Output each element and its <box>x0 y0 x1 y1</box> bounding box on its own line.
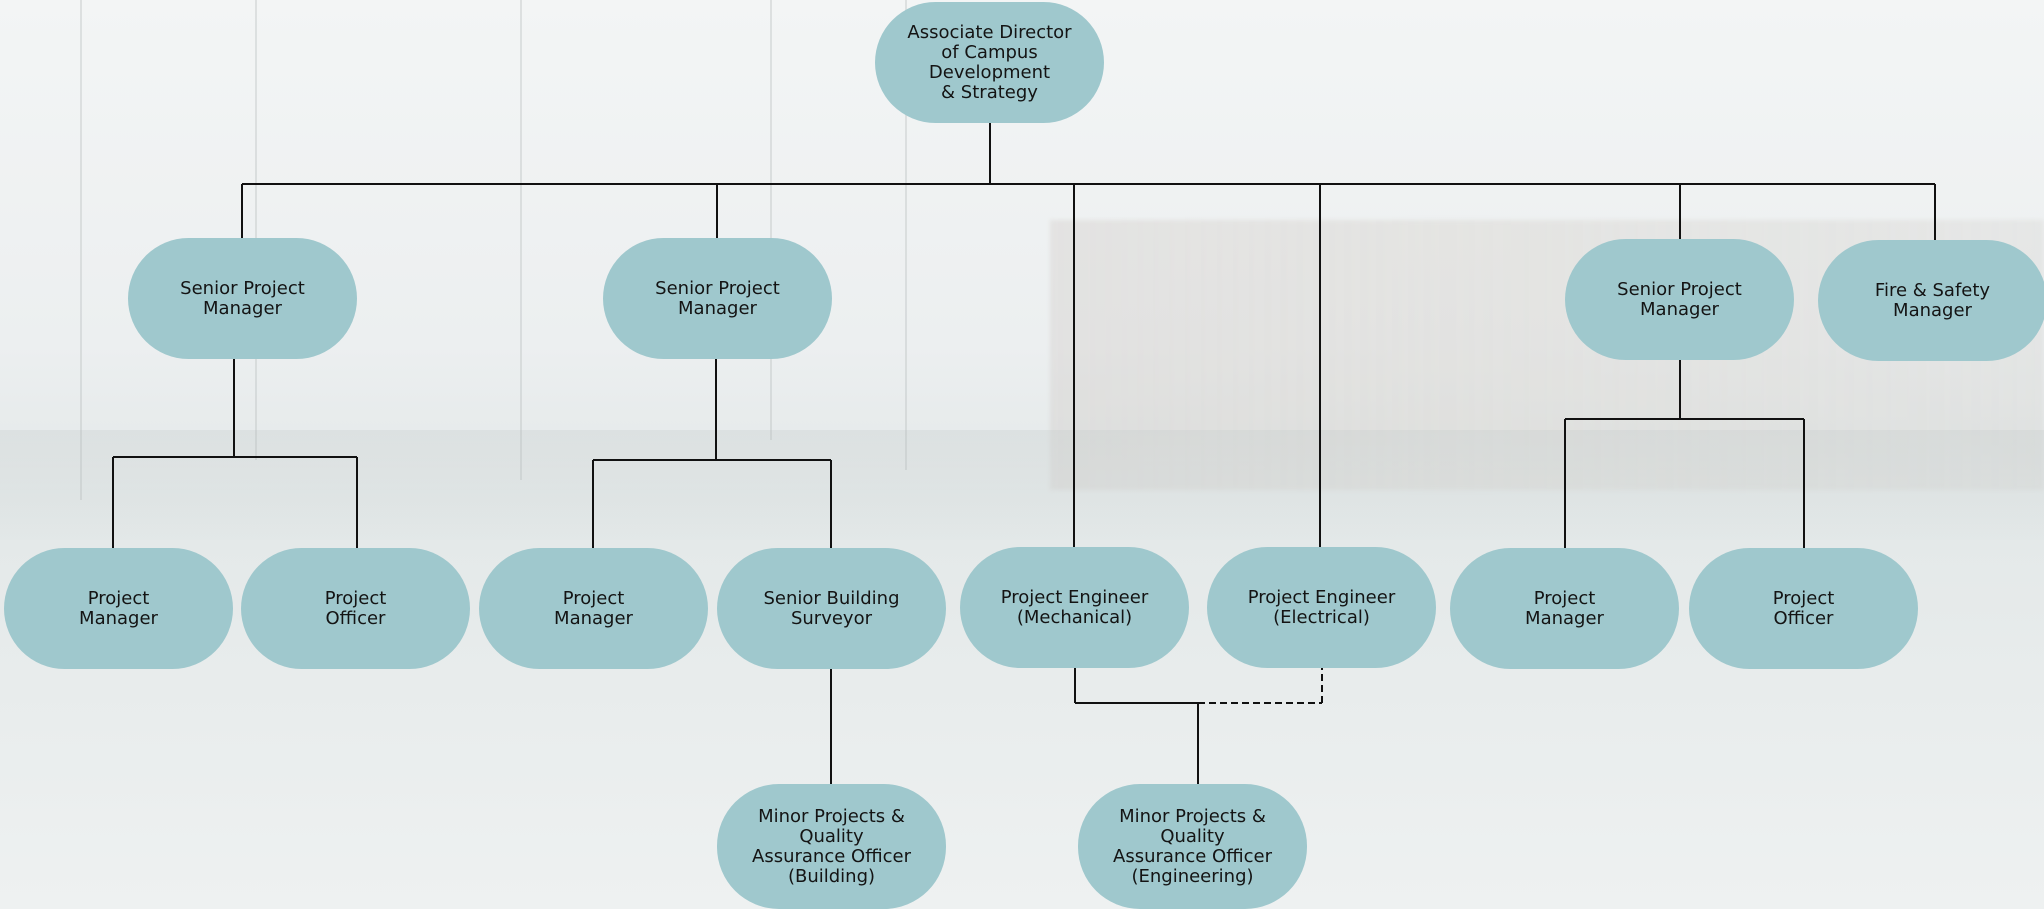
node-project-engineer-mechanical: Project Engineer (Mechanical) <box>960 547 1189 668</box>
node-project-officer-1: Project Officer <box>241 548 470 669</box>
node-project-engineer-electrical: Project Engineer (Electrical) <box>1207 547 1436 668</box>
node-fire-safety-manager: Fire & Safety Manager <box>1818 240 2044 361</box>
node-senior-project-manager-2: Senior Project Manager <box>603 238 832 359</box>
node-project-manager-3: Project Manager <box>1450 548 1679 669</box>
node-senior-project-manager-3: Senior Project Manager <box>1565 239 1794 360</box>
node-project-officer-3: Project Officer <box>1689 548 1918 669</box>
node-project-manager-2: Project Manager <box>479 548 708 669</box>
node-project-manager-1: Project Manager <box>4 548 233 669</box>
node-associate-director: Associate Director of Campus Development… <box>875 2 1104 123</box>
node-senior-project-manager-1: Senior Project Manager <box>128 238 357 359</box>
node-senior-building-surveyor: Senior Building Surveyor <box>717 548 946 669</box>
node-minor-projects-qa-building: Minor Projects & Quality Assurance Offic… <box>717 784 946 909</box>
node-minor-projects-qa-engineering: Minor Projects & Quality Assurance Offic… <box>1078 784 1307 909</box>
